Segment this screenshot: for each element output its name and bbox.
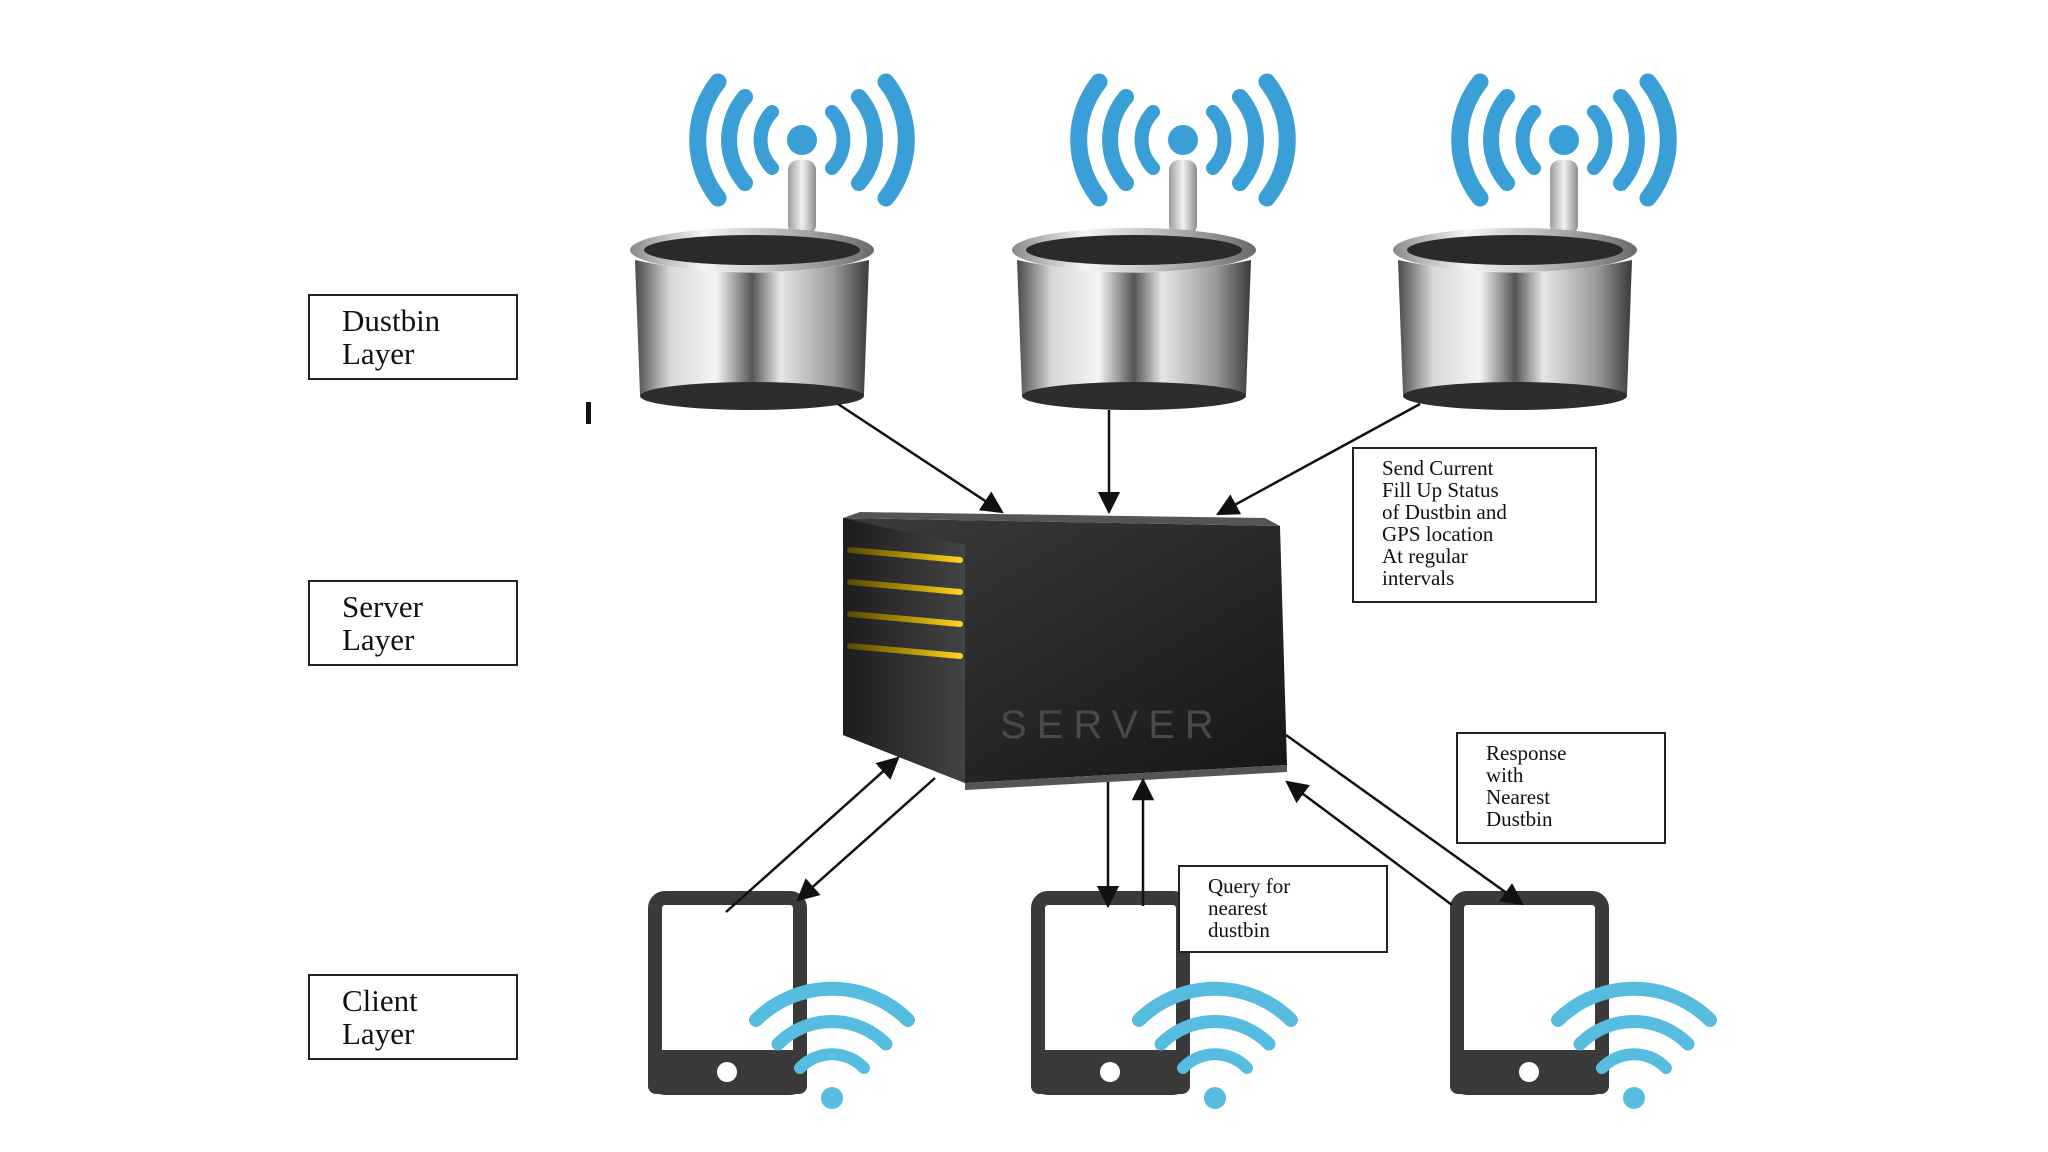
- note-line: of Dustbin and: [1382, 500, 1507, 524]
- server-layer-label: Server Layer: [308, 580, 518, 666]
- dustbin-layer-label: Dustbin Layer: [308, 294, 518, 380]
- arrow-bin-left-to-server: [837, 402, 1004, 514]
- note-line: At regular: [1382, 544, 1468, 568]
- note-line: GPS location: [1382, 522, 1494, 546]
- label-line: Server: [342, 589, 423, 624]
- server-icon: SERVER: [843, 512, 1287, 790]
- wifi-broadcast-icon: [689, 73, 915, 207]
- dustbin-right: [1393, 73, 1677, 410]
- client-layer-label: Client Layer: [308, 974, 518, 1060]
- label-line: Layer: [342, 1016, 415, 1051]
- note-line: intervals: [1382, 566, 1455, 590]
- note-line: Dustbin: [1486, 807, 1553, 831]
- wifi-icon: [749, 981, 915, 1109]
- note-line: Nearest: [1486, 785, 1551, 809]
- label-line: Client: [342, 983, 418, 1018]
- phone-left: [648, 891, 915, 1109]
- note-line: dustbin: [1208, 918, 1270, 942]
- query-note: Query for nearest dustbin: [1178, 865, 1388, 953]
- note-line: nearest: [1208, 896, 1268, 920]
- wifi-broadcast-icon: [1070, 73, 1296, 207]
- wifi-icon: [1132, 981, 1298, 1109]
- dustbin-middle: [1012, 73, 1296, 410]
- note-line: Query for: [1208, 874, 1291, 898]
- wifi-icon: [1551, 981, 1717, 1109]
- label-line: Layer: [342, 336, 415, 371]
- note-line: Response: [1486, 741, 1567, 765]
- label-line: Layer: [342, 622, 415, 657]
- response-note: Response with Nearest Dustbin: [1456, 732, 1666, 844]
- wifi-broadcast-icon: [1451, 73, 1677, 207]
- arrow-server-to-phone-left: [796, 777, 936, 902]
- server-label: SERVER: [1000, 703, 1224, 747]
- send-status-note: Send Current Fill Up Status of Dustbin a…: [1352, 447, 1597, 603]
- note-line: Fill Up Status: [1382, 478, 1499, 502]
- note-line: with: [1486, 763, 1524, 787]
- note-line: Send Current: [1382, 456, 1494, 480]
- cursor-mark: [586, 402, 591, 424]
- arrows: [725, 402, 1524, 913]
- label-line: Dustbin: [342, 303, 441, 338]
- arrow-phone-left-to-server: [725, 756, 900, 913]
- arrow-bin-right-to-server: [1216, 402, 1421, 516]
- dustbin-left: [630, 73, 915, 410]
- phone-right: [1450, 891, 1717, 1109]
- arrow-server-to-phone-right: [1285, 733, 1524, 906]
- arrow-phone-right-to-server: [1285, 780, 1453, 907]
